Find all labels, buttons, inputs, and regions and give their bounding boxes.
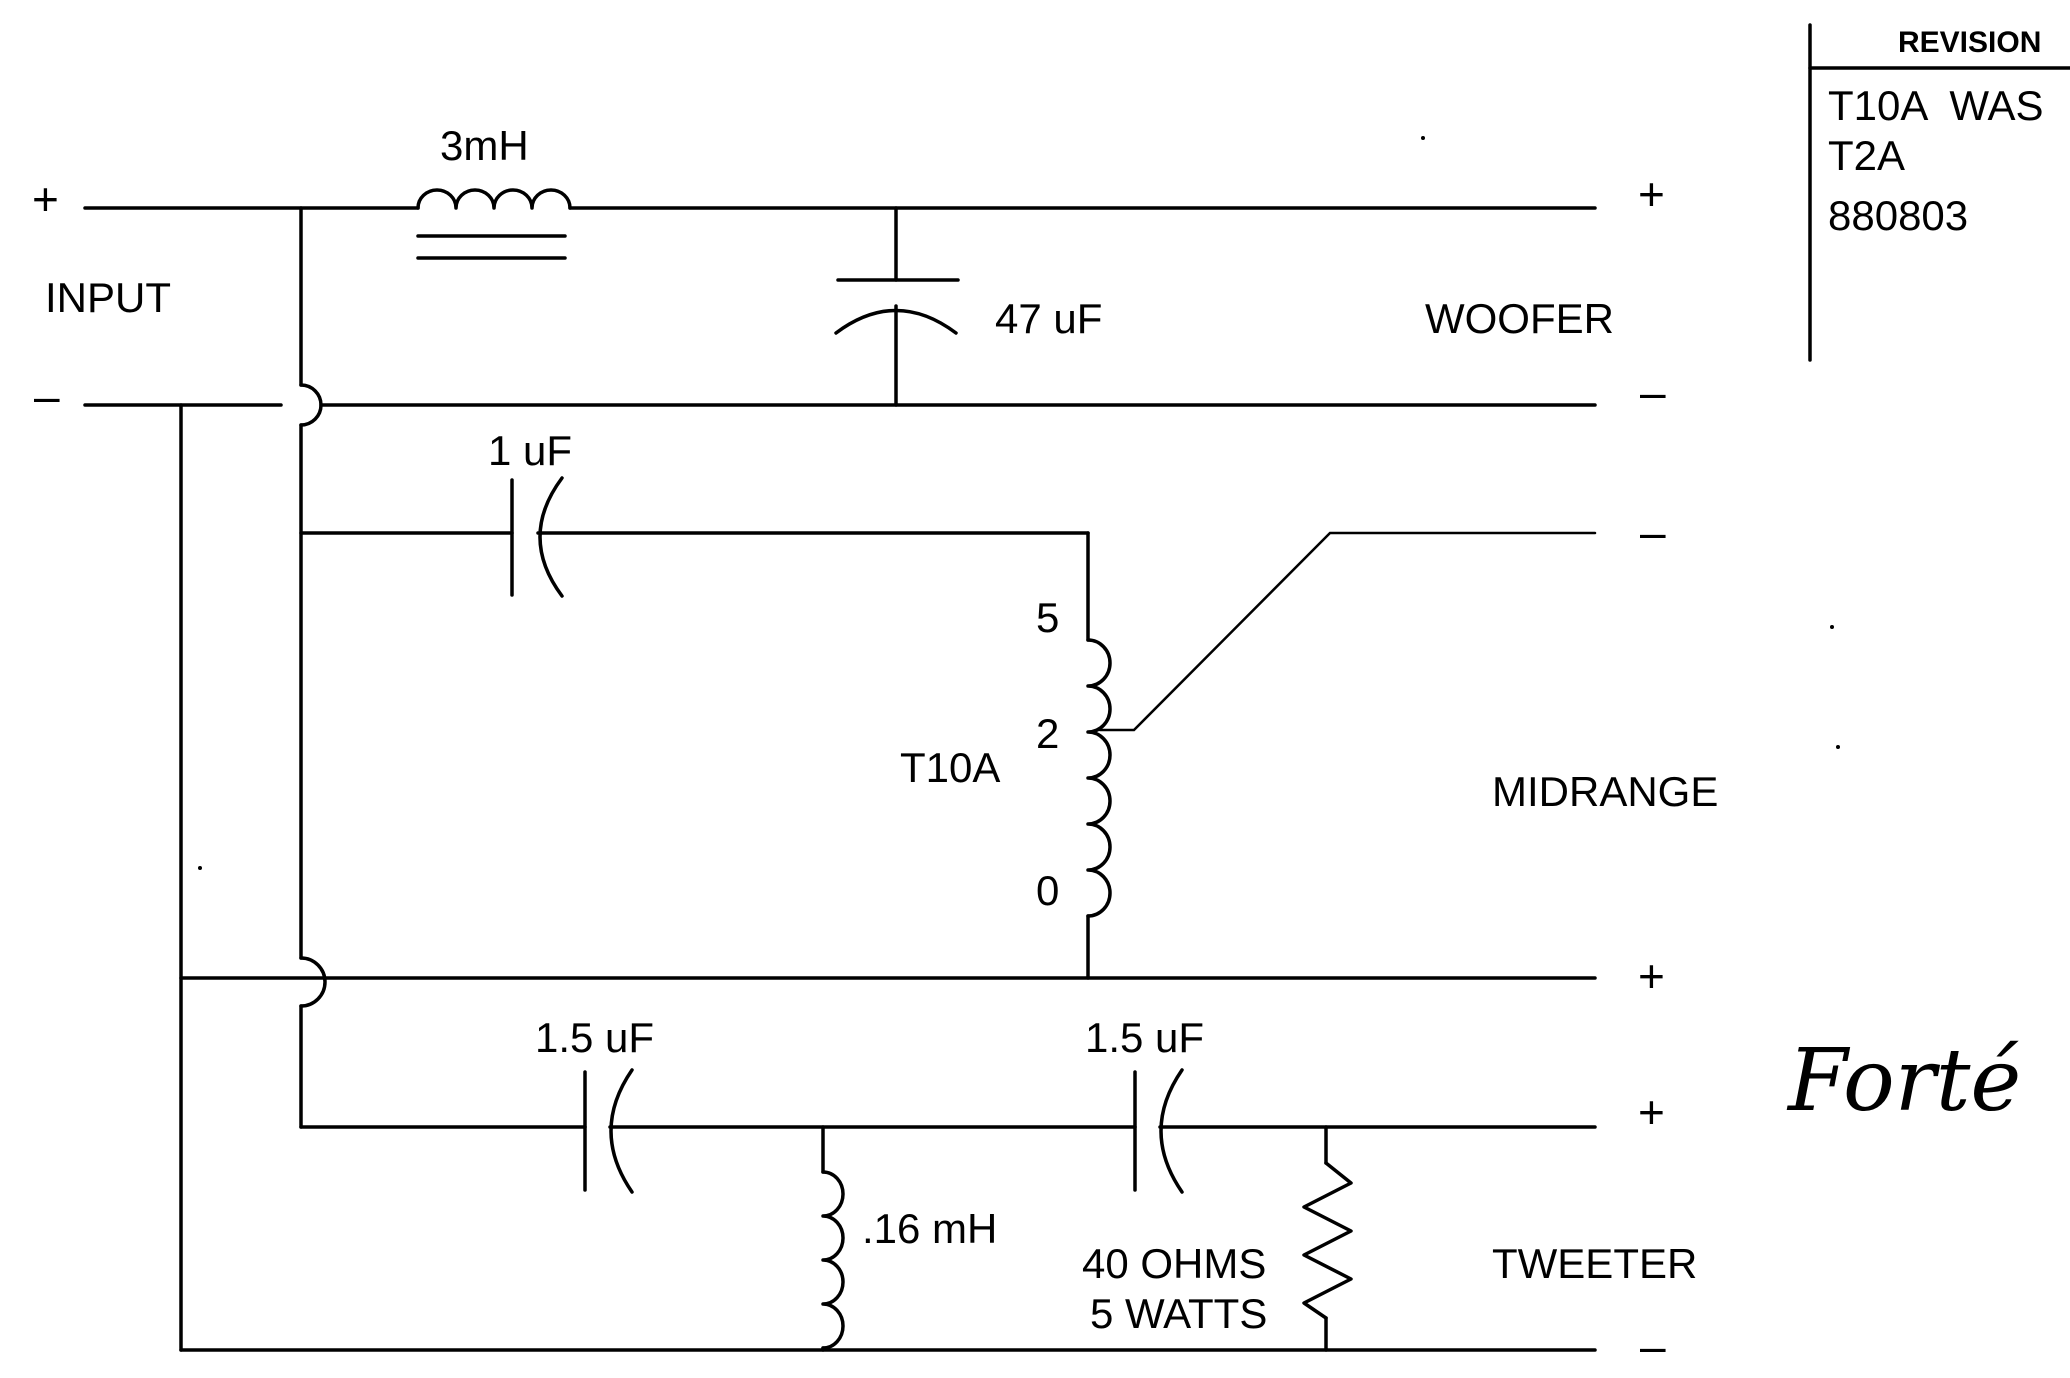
tweeter-plus-sign: + (1638, 1086, 1665, 1138)
label-inductor-3mh: 3mH (440, 122, 529, 169)
label-tap-0: 0 (1036, 867, 1059, 914)
tweeter-section (179, 1068, 1597, 1352)
revision-line-2: T2A (1828, 132, 1905, 179)
woofer-plus-sign: + (1638, 168, 1665, 220)
input-plus-sign: + (32, 173, 59, 225)
inductor-16mh-symbol (821, 1170, 845, 1350)
woofer-label: WOOFER (1425, 295, 1614, 342)
midrange-label: MIDRANGE (1492, 768, 1718, 815)
cap-1-5uf-2-curved-plate (1159, 1068, 1184, 1194)
component-labels: 3mH 47 uF 1 uF T10A 5 2 0 1.5 uF 1.5 uF … (440, 122, 1267, 1337)
scan-speck (198, 866, 202, 870)
revision-line-1: T10A WAS (1828, 82, 2044, 129)
inductor-3mh-symbol (416, 188, 572, 210)
label-resistor-watts: 5 WATTS (1090, 1290, 1267, 1337)
midrange-plus-sign: + (1638, 950, 1665, 1002)
label-inductor-16mh: .16 mH (862, 1205, 997, 1252)
cap-1uf-curved-plate (538, 476, 564, 598)
label-cap-1-5uf-2: 1.5 uF (1085, 1014, 1204, 1061)
scan-speck (1830, 625, 1834, 629)
label-transformer: T10A (900, 744, 1000, 791)
wire-crossover-hop (299, 383, 323, 427)
input-minus-sign: – (34, 370, 60, 422)
revision-block: REVISION T10A WAS T2A 880803 (1808, 23, 2070, 362)
scan-speck (1836, 745, 1840, 749)
resistor-40ohm-symbol (1302, 1161, 1353, 1320)
woofer-section (83, 188, 1597, 407)
common-verticals (179, 206, 327, 1352)
tap-wire (1098, 531, 1597, 732)
transformer-t10a-winding (1086, 638, 1112, 918)
handwritten-signature: Forté (1786, 1031, 2021, 1131)
revision-line-3: 880803 (1828, 192, 1968, 239)
midrange-section (179, 476, 1597, 980)
cap-1-5uf-1-curved-plate (609, 1068, 634, 1194)
tweeter-label: TWEETER (1492, 1240, 1697, 1287)
input-label: INPUT (45, 274, 171, 321)
label-tap-2: 2 (1036, 710, 1059, 757)
label-tap-5: 5 (1036, 594, 1059, 641)
wire-crossover-hop (299, 956, 327, 1008)
label-cap-1uf: 1 uF (488, 427, 572, 474)
midrange-minus-sign: – (1640, 506, 1666, 558)
terminal-labels: + INPUT – + WOOFER – – MIDRANGE + + TWEE… (32, 168, 1718, 1372)
scan-speck (1421, 136, 1425, 140)
tweeter-minus-sign: – (1640, 1320, 1666, 1372)
label-cap-1-5uf-1: 1.5 uF (535, 1014, 654, 1061)
label-resistor-ohms: 40 OHMS (1082, 1240, 1266, 1287)
label-cap-47uf: 47 uF (995, 295, 1102, 342)
revision-header: REVISION (1898, 26, 2041, 59)
woofer-minus-sign: – (1640, 366, 1666, 418)
